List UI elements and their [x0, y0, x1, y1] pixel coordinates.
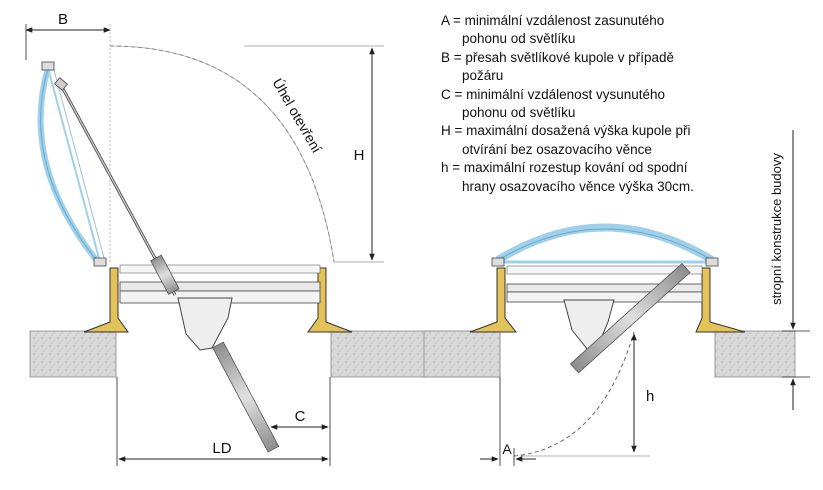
dim-LD: [116, 377, 331, 466]
legend-line: pohonu od světlíku: [462, 105, 576, 121]
legend-line: otvírání bez osazovacího věnce: [462, 141, 652, 157]
label-ceiling: stropní konstrukce budovy: [769, 153, 784, 305]
label-h: h: [646, 388, 654, 405]
right-actuator: [569, 262, 691, 374]
left-open-dome: [37, 61, 107, 267]
left-funnel: [177, 297, 233, 351]
left-actuator-arm: [60, 86, 180, 296]
right-slab: [423, 330, 796, 378]
label-H: H: [354, 147, 365, 164]
dim-H: [244, 45, 384, 263]
label-LD: LD: [212, 440, 231, 457]
legend-line: hrany osazovacího věnce výška 30cm.: [462, 178, 694, 194]
legend-line: H = maximální dosažená výška kupole při: [441, 123, 691, 139]
label-A: A: [502, 441, 512, 457]
dim-h: [520, 333, 650, 457]
legend-item-A: A = minimální vzdálenost zasunutého poho…: [441, 12, 771, 49]
label-C: C: [295, 408, 306, 425]
dim-A: [480, 377, 536, 466]
legend-line: pohonu od světlíku: [462, 31, 576, 47]
legend-line: požáru: [462, 68, 504, 84]
right-arc: [513, 331, 635, 457]
legend-line: A = minimální vzdálenost zasunutého: [441, 13, 665, 28]
legend-item-C: C = minimální vzdálenost vysunutého poho…: [441, 86, 771, 123]
legend-item-B: B = přesah světlíkové kupole v případě p…: [441, 49, 771, 86]
legend: A = minimální vzdálenost zasunutého poho…: [441, 12, 771, 196]
label-arc: Úhel otevření: [270, 75, 326, 155]
dim-B: [25, 24, 111, 262]
legend-item-h: h = maximální rozestup kování od spodní …: [441, 159, 771, 196]
legend-line: h = maximální rozestup kování od spodní: [441, 160, 688, 176]
dim-ceiling: [782, 130, 810, 410]
right-closed-dome: [491, 223, 719, 267]
legend-line: B = přesah světlíkové kupole v případě: [441, 49, 675, 65]
label-B: B: [58, 11, 68, 28]
legend-item-H: H = maximální dosažená výška kupole při …: [441, 122, 771, 159]
left-upstand: [83, 264, 353, 333]
legend-line: C = minimální vzdálenost vysunutého: [441, 86, 665, 102]
right-upstand: [469, 265, 746, 333]
left-actuator-lower: [212, 341, 280, 453]
